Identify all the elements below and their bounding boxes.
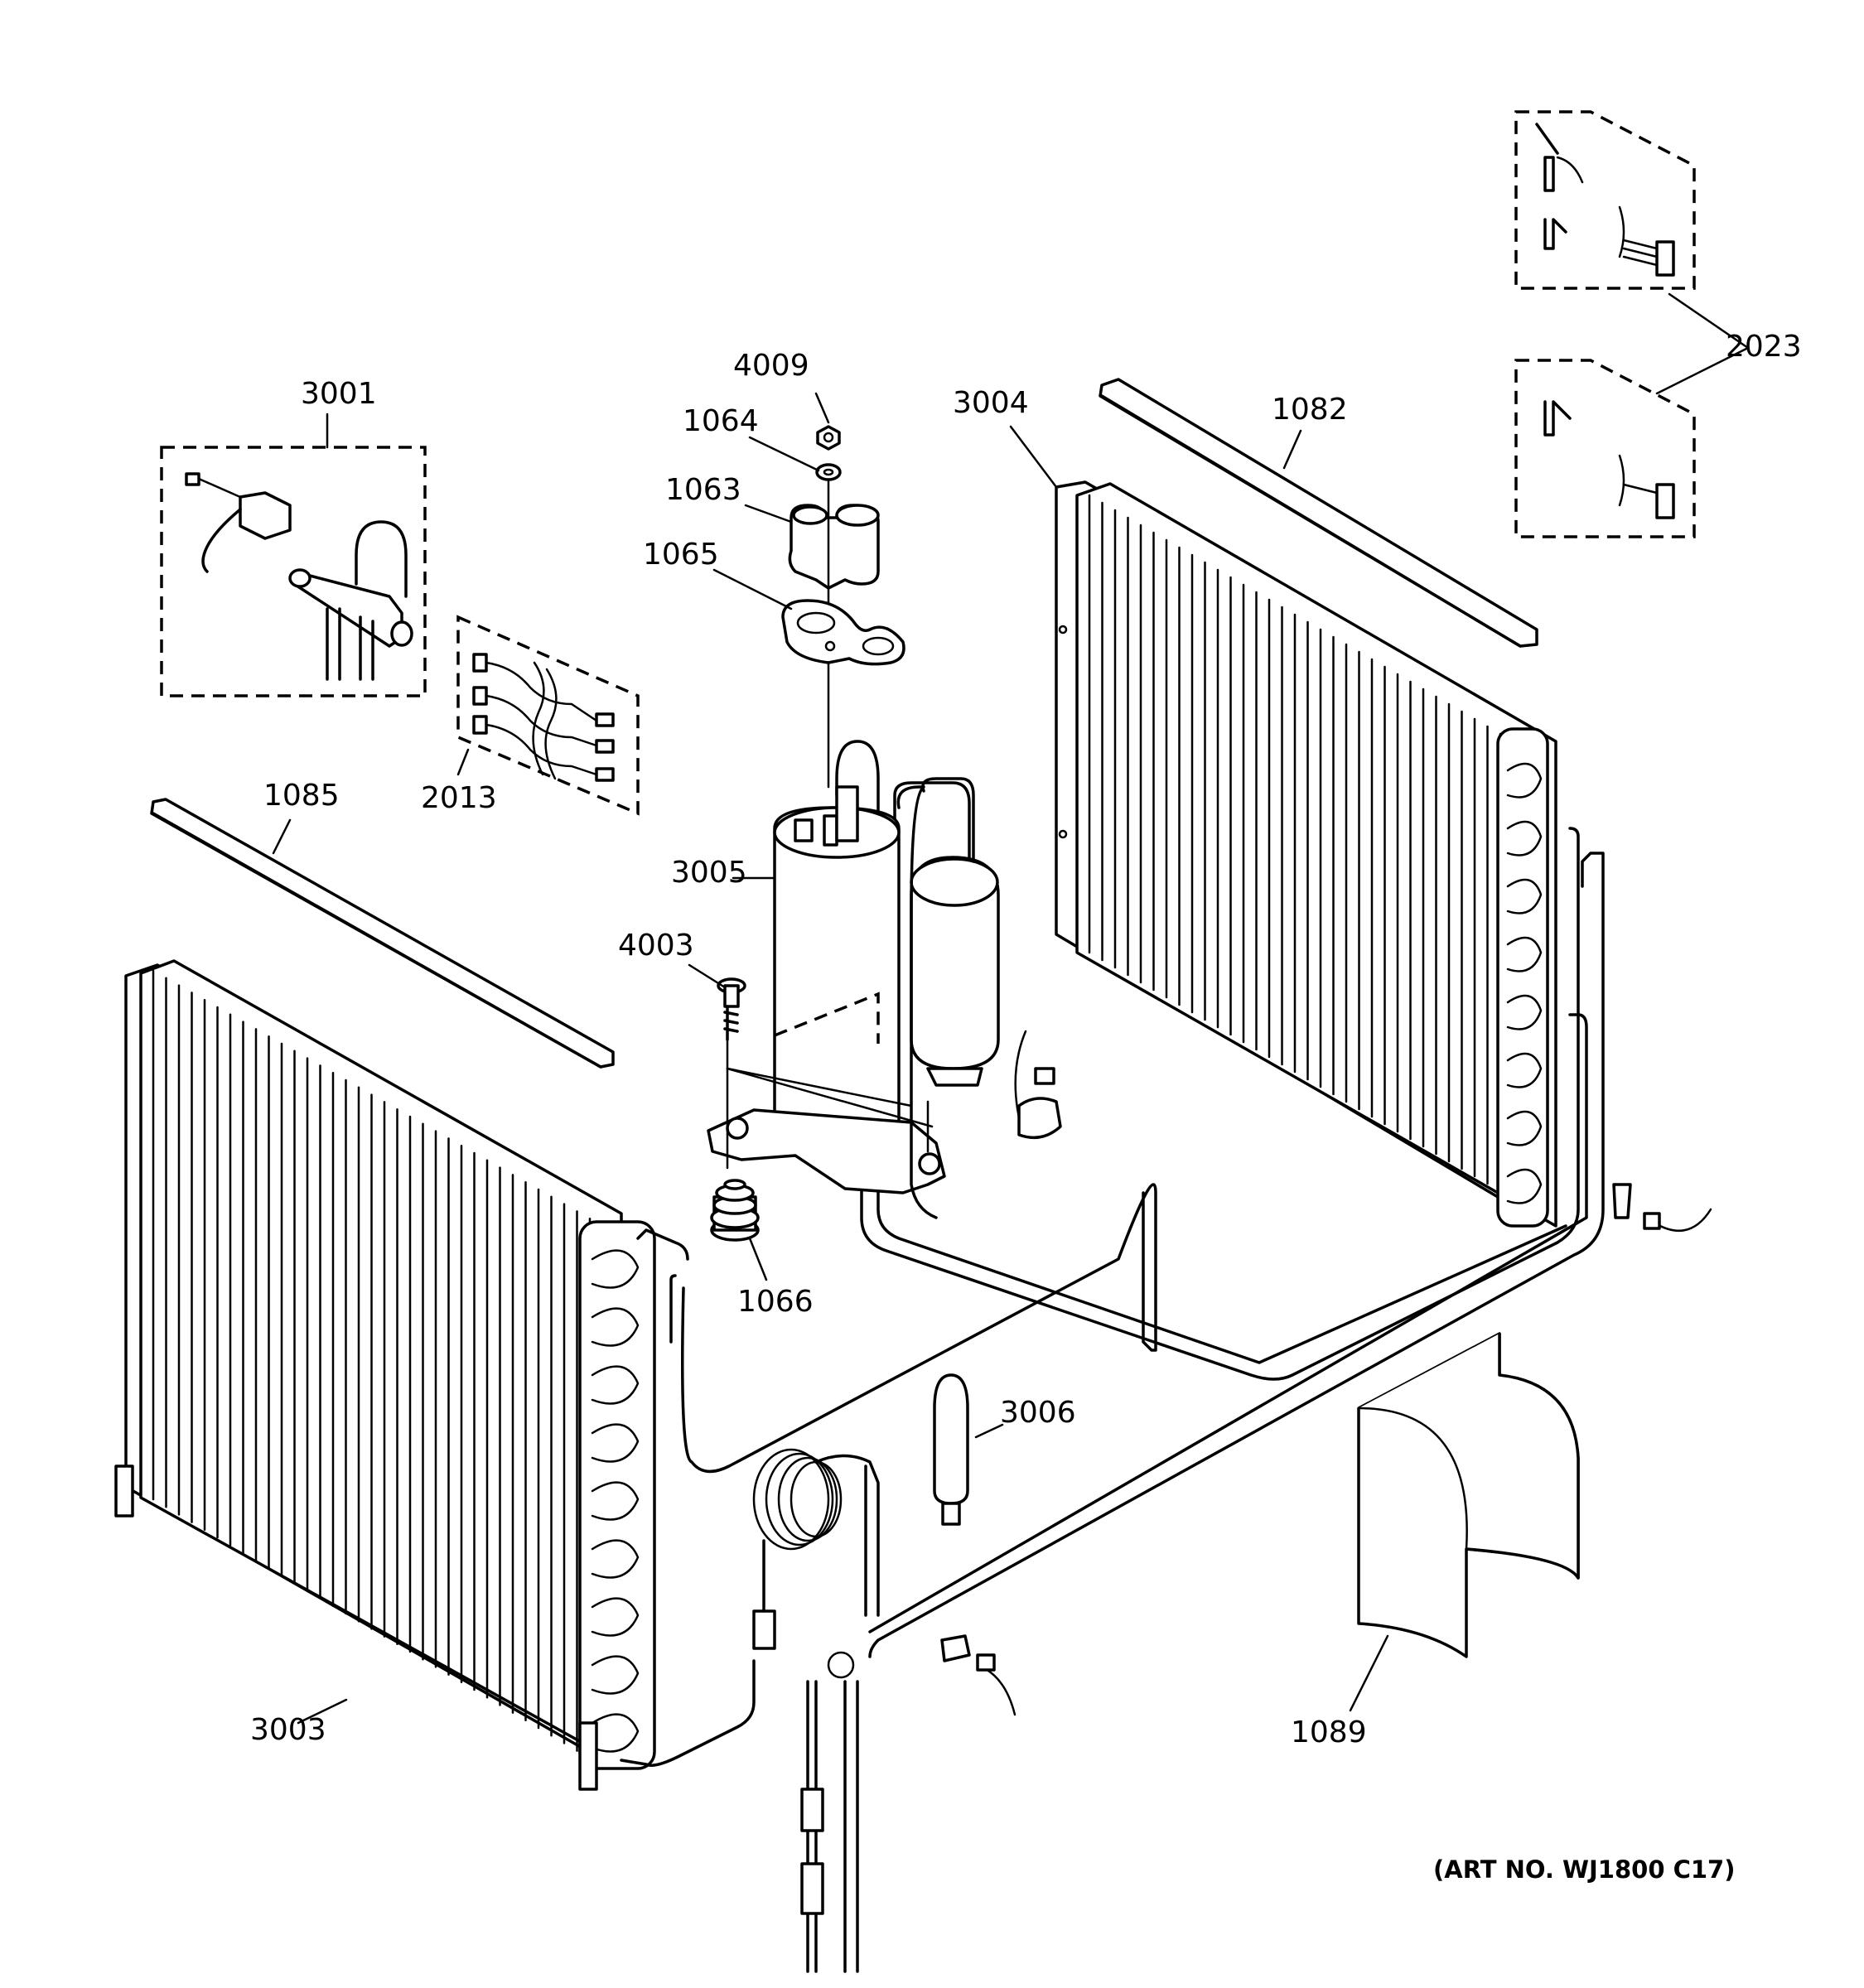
part-1085-strip: [150, 798, 615, 1069]
part-1064-washer: [815, 463, 842, 481]
part-4009-nut: [816, 425, 841, 451]
part-4003-bolt: [717, 977, 934, 1170]
label-1085: 1085: [263, 779, 340, 813]
part-2013-wires: [456, 615, 640, 816]
part-1065-gasket: [781, 599, 905, 666]
part-3003-coil: [114, 959, 656, 1791]
label-1066: 1066: [737, 1285, 814, 1319]
part-3001-kit: [160, 446, 427, 697]
label-1082: 1082: [1272, 393, 1348, 427]
leader-lines: [272, 292, 1750, 1725]
art-number: (ART NO. WJ1800 C17): [1433, 1855, 1735, 1884]
label-3006: 3006: [1000, 1396, 1076, 1430]
refrigerant-piping: [620, 740, 1605, 1767]
part-labels: 3001 2013 4009 1064 1063 1065 3004 1082 …: [250, 330, 1802, 1884]
part-1082-strip: [1099, 378, 1538, 648]
label-4009: 4009: [733, 349, 809, 383]
tube-bends-3004: [1496, 727, 1549, 1228]
part-1066-grommet: [710, 1179, 760, 1242]
part-2023-kits: [1514, 110, 1696, 538]
part-3006-drier: [933, 1373, 969, 1526]
sensor-leads: [800, 1030, 1712, 1973]
label-1064: 1064: [683, 404, 759, 438]
capillary-coil: [752, 1448, 880, 1650]
label-3004: 3004: [953, 386, 1029, 420]
label-4003: 4003: [618, 929, 694, 963]
label-3005: 3005: [671, 856, 747, 890]
part-1063-cap: [788, 479, 880, 789]
label-2023: 2023: [1726, 330, 1802, 364]
part-1089-shroud: [1357, 1332, 1580, 1658]
label-1089: 1089: [1291, 1715, 1367, 1749]
tube-bends-3003: [578, 1220, 656, 1770]
part-3005-compressor: [707, 785, 946, 1194]
label-3001: 3001: [301, 377, 377, 411]
label-1063: 1063: [665, 473, 741, 507]
accumulator: [896, 777, 1000, 1219]
label-2013: 2013: [421, 781, 497, 815]
label-1065: 1065: [643, 538, 719, 572]
part-3004-coil: [1055, 480, 1557, 1228]
label-3003: 3003: [250, 1713, 326, 1747]
